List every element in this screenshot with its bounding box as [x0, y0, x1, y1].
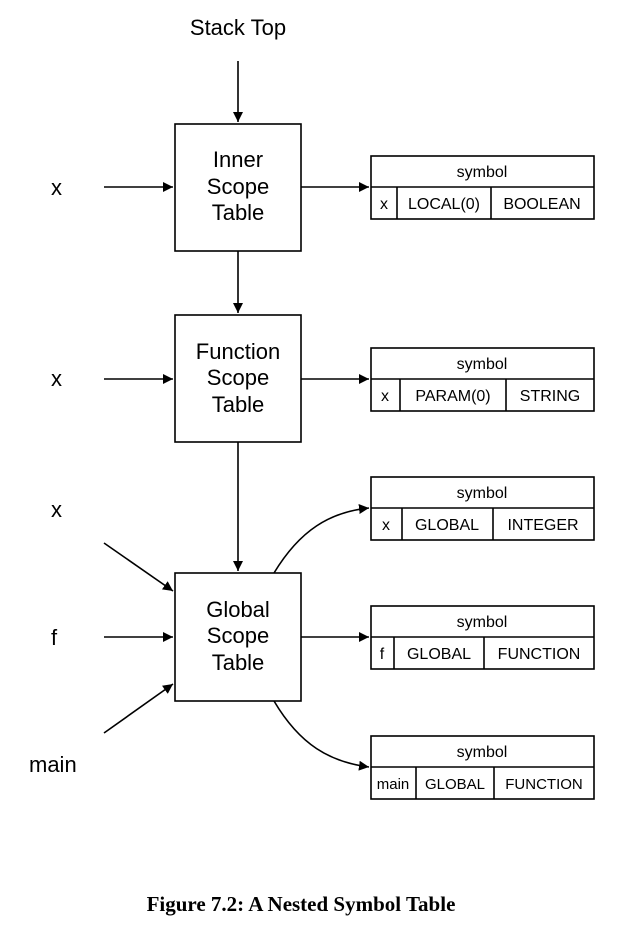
symbol-kind: GLOBAL — [425, 776, 485, 793]
stack-top-label: Stack Top — [190, 15, 286, 40]
symbol-header: symbol — [457, 744, 508, 761]
symbol-type: STRING — [520, 388, 580, 405]
inner-scope-line-1: Inner — [213, 147, 263, 172]
symbol-kind: LOCAL(0) — [408, 196, 480, 213]
symbol-type: BOOLEAN — [503, 196, 580, 213]
symbol-type: FUNCTION — [498, 646, 581, 663]
symbol-type: FUNCTION — [505, 776, 583, 793]
symbol-kind: GLOBAL — [415, 517, 479, 534]
symbol-header: symbol — [457, 356, 508, 373]
symbol-name: main — [377, 776, 410, 793]
symbol-header: symbol — [457, 485, 508, 502]
function-scope-table: Function Scope Table — [174, 314, 302, 443]
symbol-kind: GLOBAL — [407, 646, 471, 663]
global-scope-line-1: Global — [206, 597, 270, 622]
function-scope-line-3: Table — [212, 392, 265, 417]
inner-scope-line-3: Table — [212, 200, 265, 225]
inner-scope-line-2: Scope — [207, 174, 269, 199]
symbol-type: INTEGER — [507, 517, 578, 534]
incoming-main-global-arrow — [103, 683, 174, 734]
symbol-kind: PARAM(0) — [415, 388, 490, 405]
symbol-header: symbol — [457, 164, 508, 181]
symbol-record-x-global: symbol x GLOBAL INTEGER — [370, 476, 595, 541]
symbol-name: x — [382, 517, 390, 534]
function-scope-line-2: Scope — [207, 365, 269, 390]
incoming-x-inner-label: x — [51, 175, 62, 200]
symbol-record-x-param: symbol x PARAM(0) STRING — [370, 347, 595, 412]
incoming-x-global-arrow — [103, 542, 174, 592]
inner-scope-table: Inner Scope Table — [174, 123, 302, 252]
incoming-x-function-label: x — [51, 366, 62, 391]
symbol-record-main-global: symbol main GLOBAL FUNCTION — [370, 735, 595, 800]
global-scope-line-2: Scope — [207, 623, 269, 648]
global-scope-line-3: Table — [212, 650, 265, 675]
global-scope-table: Global Scope Table — [174, 572, 302, 702]
symbol-header: symbol — [457, 614, 508, 631]
symbol-name: f — [380, 646, 385, 663]
incoming-f-global-label: f — [51, 625, 58, 650]
figure-caption: Figure 7.2: A Nested Symbol Table — [147, 892, 456, 916]
function-scope-line-1: Function — [196, 339, 280, 364]
incoming-x-global-label: x — [51, 497, 62, 522]
incoming-main-global-label: main — [29, 752, 77, 777]
symbol-record-f-global: symbol f GLOBAL FUNCTION — [370, 605, 595, 670]
symbol-record-x-local: symbol x LOCAL(0) BOOLEAN — [370, 155, 595, 220]
symbol-name: x — [381, 388, 389, 405]
global-to-symbol-x-arrow — [273, 504, 370, 574]
global-to-symbol-main-arrow — [273, 700, 370, 771]
symbol-name: x — [380, 196, 388, 213]
